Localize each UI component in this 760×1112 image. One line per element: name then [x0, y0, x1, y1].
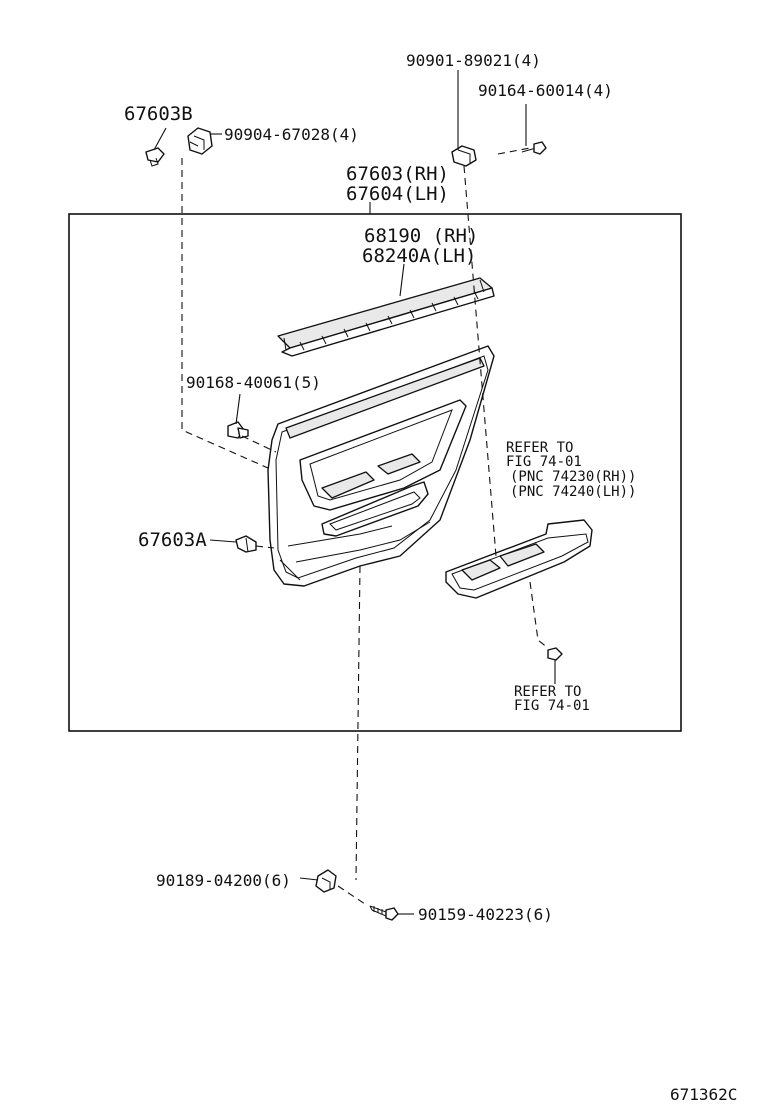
label-refer1-line3: (PNC 74230(RH)) — [510, 469, 636, 485]
label-90164-60014: 90164-60014(4) — [478, 81, 613, 100]
leader-68190 — [399, 263, 405, 297]
label-68190-rh: 68190 (RH) — [364, 225, 478, 247]
label-refer2-line1: REFER TO — [514, 684, 581, 700]
moulding-strip — [277, 277, 495, 357]
clip-90168 — [227, 421, 249, 439]
leader-67603b — [153, 127, 167, 151]
label-67603-rh: 67603(RH) — [346, 163, 449, 185]
armrest-assembly — [445, 519, 593, 599]
screw-90159 — [369, 905, 399, 921]
clip-67603a — [235, 535, 257, 553]
label-90189-04200: 90189-04200(6) — [156, 871, 291, 890]
label-90159-40223: 90159-40223(6) — [418, 905, 553, 924]
label-90901-89021: 90901-89021(4) — [406, 51, 541, 70]
label-90168-40061: 90168-40061(5) — [186, 373, 321, 392]
screw-90164 — [521, 141, 547, 155]
label-refer1-line4: (PNC 74240(LH)) — [510, 484, 636, 500]
door-trim-panel — [267, 345, 495, 587]
leader-90168 — [235, 393, 241, 425]
leader-67603a — [209, 539, 237, 543]
label-67603a: 67603A — [138, 529, 207, 551]
assembly-box — [68, 213, 682, 732]
label-refer1-line1: REFER TO — [506, 440, 573, 456]
label-refer1-line2: FIG 74-01 — [506, 454, 582, 470]
label-90904-67028: 90904-67028(4) — [224, 125, 359, 144]
leader-90189 — [299, 877, 319, 881]
label-refer2-line2: FIG 74-01 — [514, 698, 590, 714]
label-68240a-lh: 68240A(LH) — [362, 245, 476, 267]
clip-90189 — [315, 869, 337, 893]
label-67604-lh: 67604(LH) — [346, 183, 449, 205]
clip-67603b — [145, 127, 213, 167]
armrest-screw — [547, 647, 563, 684]
installation-dashed-lines — [181, 147, 549, 907]
clip-90901 — [451, 145, 477, 167]
figure-code: 671362C — [670, 1085, 737, 1104]
label-67603b: 67603B — [124, 103, 193, 125]
